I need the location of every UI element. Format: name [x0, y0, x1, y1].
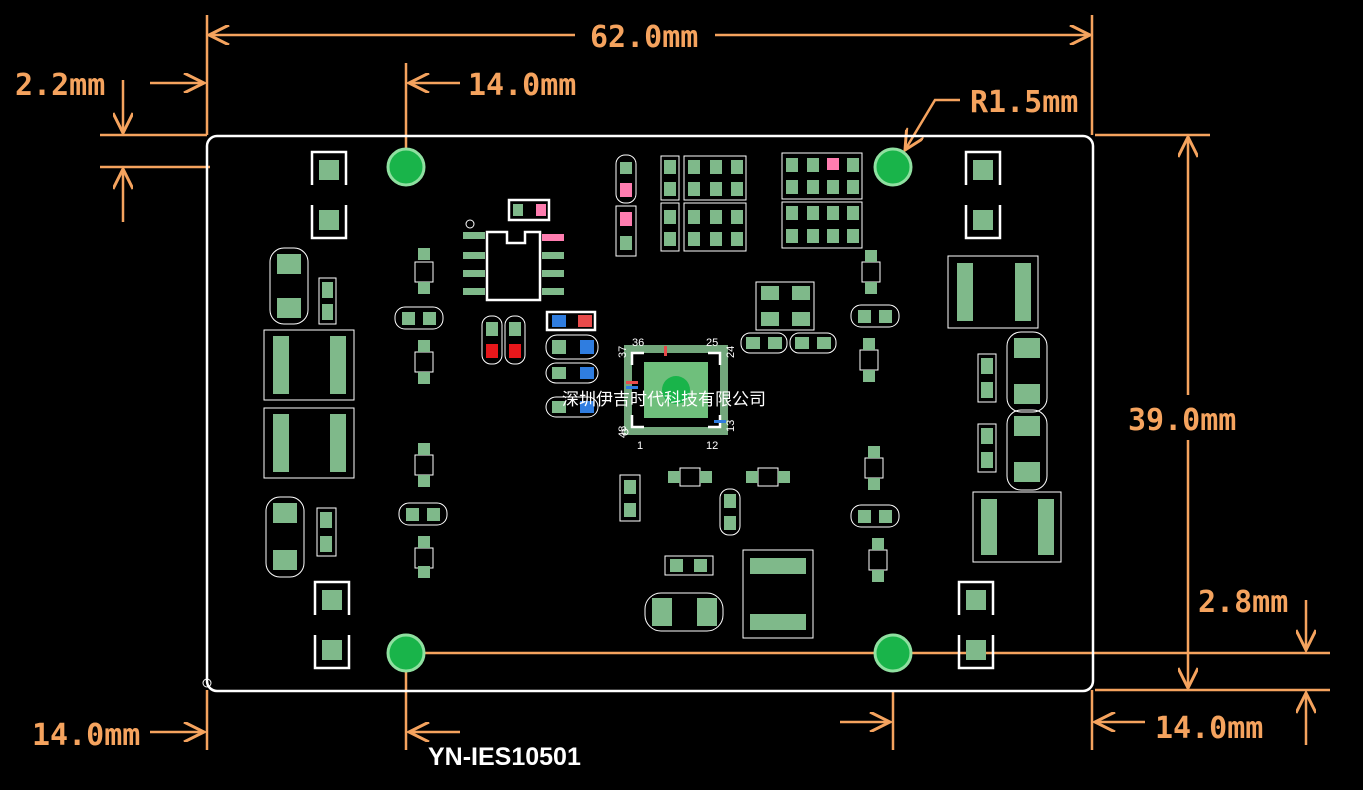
- ic-pin-36-label: 36: [632, 337, 644, 349]
- connector-bottom-left: [313, 580, 351, 670]
- dim-hole-bottom-left-label: 14.0mm: [32, 718, 140, 753]
- board-outline: [205, 134, 1095, 693]
- ic-pin-12-label: 12: [706, 440, 718, 452]
- mounting-hole-top-left: [386, 147, 426, 187]
- left-components: [263, 247, 448, 578]
- ic-pin-24-label: 24: [725, 346, 737, 358]
- top-arrays: [615, 152, 863, 257]
- dim-hole-top-label: 14.0mm: [468, 68, 576, 103]
- soic8-chip: [463, 198, 564, 302]
- dim-radius-label: R1.5mm: [970, 85, 1078, 120]
- dim-hole-bottom-right-label: 14.0mm: [1155, 711, 1263, 746]
- ic-pin-48-label: 48: [617, 426, 629, 438]
- mounting-hole-top-right: [873, 147, 913, 187]
- dim-width-label: 62.0mm: [590, 20, 698, 55]
- ic-pin-13-label: 13: [725, 420, 737, 432]
- ic-pin-25-label: 25: [706, 337, 718, 349]
- ic-pin-1-label: 1: [637, 440, 643, 452]
- dim-top-margin-label: 2.2mm: [15, 68, 105, 103]
- right-components: [850, 250, 1062, 582]
- mounting-hole-bottom-right: [873, 633, 913, 673]
- ic-pin-37-label: 37: [617, 346, 629, 358]
- mounting-hole-bottom-left: [386, 633, 426, 673]
- crystal: [740, 281, 837, 354]
- main-ic: [621, 345, 728, 436]
- dim-height-label: 39.0mm: [1128, 403, 1236, 438]
- dim-bottom-margin-label: 2.8mm: [1198, 585, 1288, 620]
- connector-top-right: [964, 150, 1002, 240]
- origin-marker: [202, 678, 212, 688]
- connector-bottom-right: [957, 580, 995, 670]
- company-name: 深圳伊吉时代科技有限公司: [562, 390, 766, 410]
- lower-components: [619, 467, 814, 639]
- colored-parts: [481, 310, 599, 418]
- board-model: YN-IES10501: [428, 743, 581, 771]
- connector-top-left: [310, 150, 348, 240]
